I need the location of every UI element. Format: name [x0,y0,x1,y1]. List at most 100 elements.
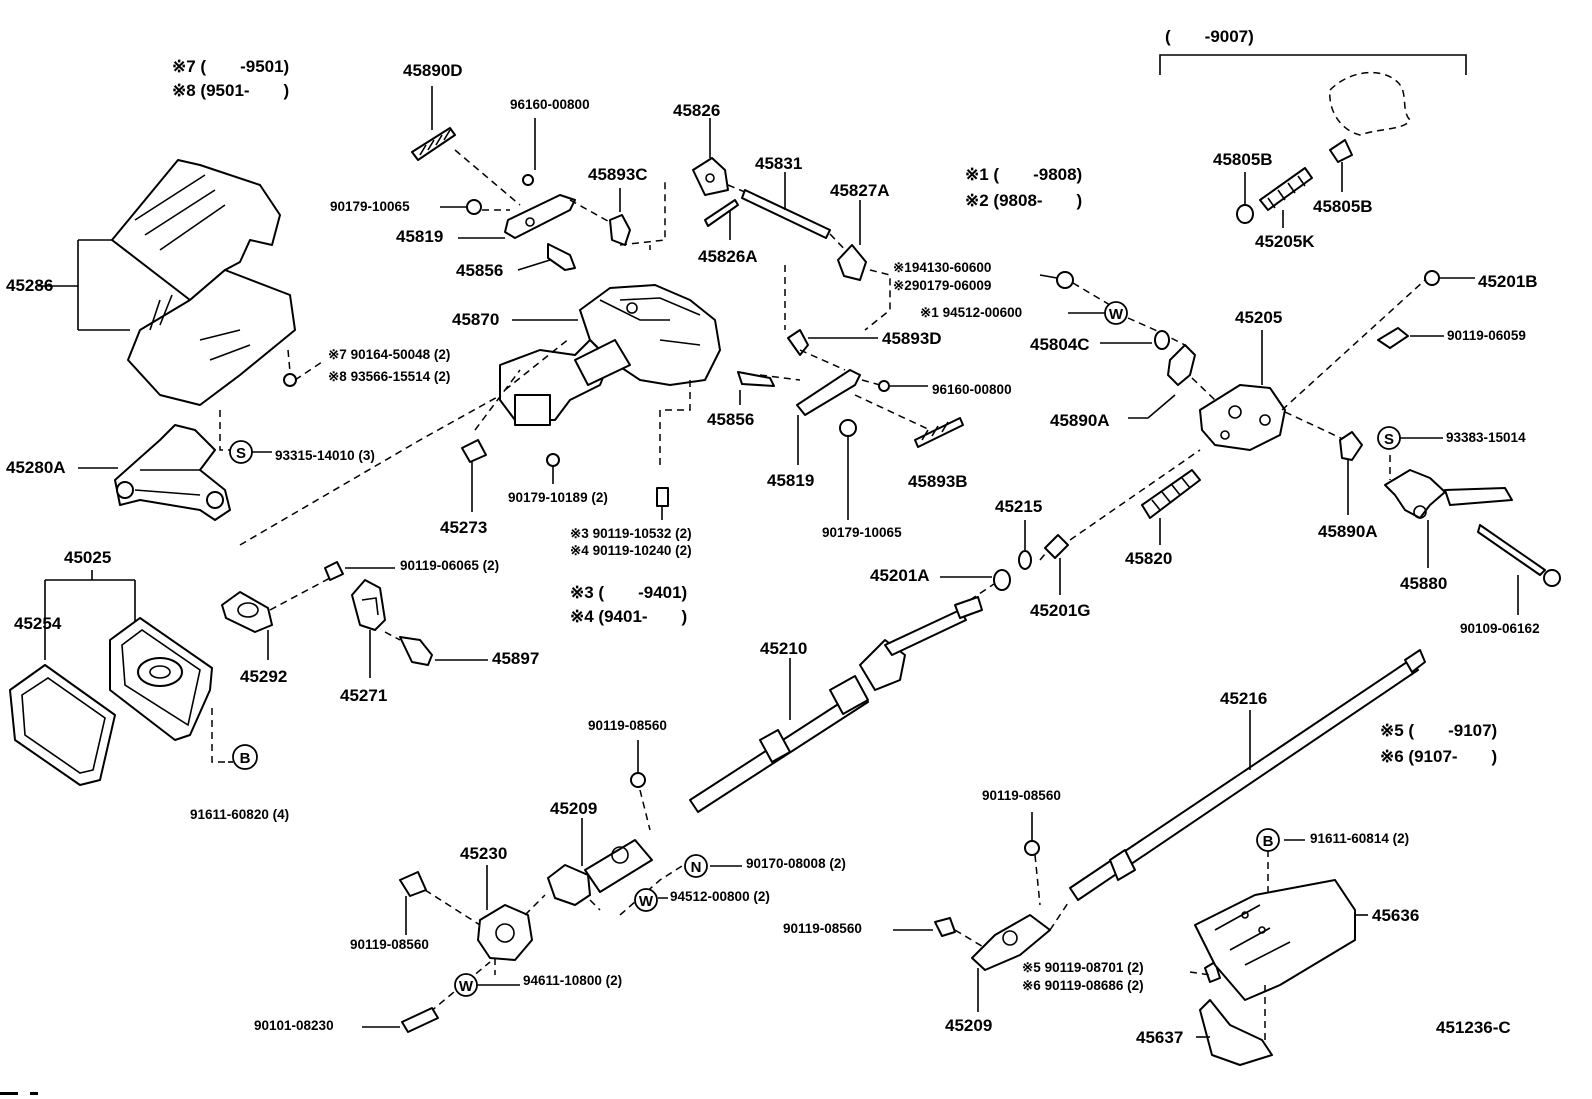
lever-45819-b [796,369,861,416]
plug-45805B-b [1329,139,1353,163]
bolt-90101 [401,1007,439,1033]
hole-cover-45025 [109,617,213,741]
part-label-n2: ※2 (9808- ) [965,191,1083,210]
part-label-45210: 45210 [760,639,808,658]
part-label-n4p: ※4 90119-10240 (2) [570,543,692,558]
part-label-45890A1: 45890A [1050,411,1110,430]
part-label-n7p: ※7 90164-50048 (2) [328,347,451,362]
part-label-90119e: 90119-08560 [783,921,862,936]
pawl-45827A [837,244,867,281]
svg-text:S: S [1384,431,1394,448]
part-label-45870: 45870 [452,310,500,329]
part-label-96160a: 96160-00800 [510,97,590,112]
part-label-45805B2: 45805B [1313,197,1373,216]
part-label-93383: 93383-15014 [1446,430,1526,445]
part-label-45805B1: 45805B [1213,150,1273,169]
part-label-n2p: ※290179-06009 [893,278,992,293]
marker-n-1: N [684,854,708,878]
part-label-45827A: 45827A [830,181,890,200]
lock-body-45205 [1199,384,1286,451]
lever-45880 [1384,469,1513,519]
nut-45201B [1424,270,1440,286]
part-label-45292: 45292 [240,667,288,686]
part-label-diagid: 451236-C [1436,1018,1511,1037]
part-label-45201B: 45201B [1478,272,1538,291]
part-label-93315: 93315-14010 (3) [275,448,375,463]
part-label-90119a: 90119-06065 (2) [400,558,500,573]
part-label-90179b: 90179-10189 (2) [508,490,608,505]
part-label-45205K: 45205K [1255,232,1315,251]
part-label-45201G: 45201G [1030,601,1091,620]
bolt-90119-10532 [656,487,669,507]
part-label-45271: 45271 [340,686,388,705]
nut-96160-b [878,380,890,392]
spring-45826A [704,199,739,227]
plug-45805B [1236,204,1254,224]
part-label-n3p: ※3 90119-10532 (2) [570,526,692,541]
part-label-90119b: 90119-06059 [1447,328,1526,343]
pawl-45893D [787,329,809,356]
pawl-45890A [1167,344,1196,386]
part-label-45025: 45025 [64,548,112,567]
part-label-90119d: 90119-08560 [982,788,1061,803]
bolt-90119-08560-c [1024,840,1040,856]
part-label-45637: 45637 [1136,1028,1184,1047]
part-label-45205: 45205 [1235,308,1283,327]
part-label-45215: 45215 [995,497,1043,516]
part-label-45820: 45820 [1125,549,1173,568]
spring-45205K [1259,167,1313,211]
part-label-45286: 45286 [6,276,54,295]
part-label-n5: ※5 ( -9107) [1380,721,1498,740]
washer-45804C [1154,330,1170,350]
marker-b-1: B [232,744,258,770]
part-label-45856b: 45856 [707,410,755,429]
part-label-45893D: 45893D [882,329,942,348]
bolt-45897 [399,636,433,666]
dash-45025 [211,708,228,763]
part-label-n1p2: ※1 94512-00600 [920,305,1023,320]
part-label-90101: 90101-08230 [254,1018,334,1033]
part-label-n1: ※1 ( -9808) [965,165,1083,184]
part-label-90119c: 90119-08560 [588,718,667,733]
part-label-45209b: 45209 [945,1016,993,1035]
part-label-45636: 45636 [1372,906,1420,925]
spring-45201G [1044,534,1069,559]
part-label-90179a: 90179-10065 [330,199,410,214]
part-label-n4: ※4 (9401- ) [570,607,688,626]
column-bracket-45280A [114,424,231,521]
lever-45819 [504,194,576,239]
part-label-n8: ※8 (9501- ) [172,81,290,100]
bolt-90119-08560-a [630,772,646,788]
part-label-45880: 45880 [1400,574,1448,593]
part-label-90170: 90170-08008 (2) [746,856,846,871]
part-label-45826: 45826 [673,101,721,120]
part-label-45897: 45897 [492,649,540,668]
bolt-90119-06059 [1377,327,1409,349]
part-label-45831: 45831 [755,154,803,173]
part-label-yr9007: ( -9007) [1165,27,1254,46]
bracket-45637 [1199,999,1273,1066]
nut-45273 [461,439,487,463]
spring-45893B [914,417,964,448]
svg-text:N: N [691,859,702,876]
part-label-45856a: 45856 [456,261,504,280]
variant-bracket [1159,54,1467,75]
part-label-91611b: 91611-60814 (2) [1310,831,1410,846]
seal-45292 [221,591,273,633]
plate-45826 [692,157,729,196]
main-shaft-45210 [689,596,983,813]
part-label-45230: 45230 [460,844,508,863]
svg-text:W: W [1109,306,1124,323]
column-hole-cover-45636 [1194,879,1356,1001]
part-label-n6: ※6 (9107- ) [1380,747,1498,766]
bracket-45271 [351,579,386,631]
part-label-45819a: 45819 [396,227,444,246]
part-label-96160b: 96160-00800 [932,382,1012,397]
part-label-45890A2: 45890A [1318,522,1378,541]
bolt-45856 [547,243,576,271]
part-label-94512: 94512-00800 (2) [670,889,770,904]
intermediate-shaft-45216 [1069,649,1426,901]
leader-45025 [44,570,136,660]
